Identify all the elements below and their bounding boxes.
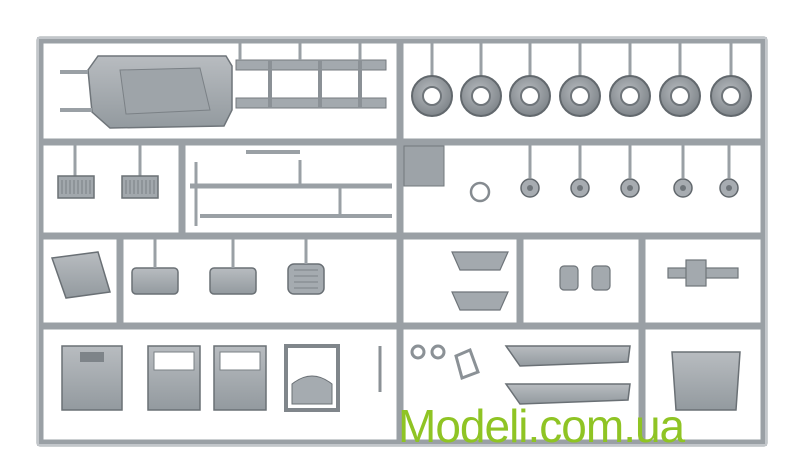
sprue-frame xyxy=(36,36,768,447)
body-panel xyxy=(403,145,445,187)
tire xyxy=(411,40,453,117)
sprue-frame-highlight xyxy=(37,37,767,446)
tires-row xyxy=(411,40,752,117)
axle-rods xyxy=(190,150,392,226)
tire xyxy=(710,40,752,117)
tire xyxy=(559,40,601,117)
suspension-parts xyxy=(451,251,739,311)
chassis-part xyxy=(60,40,387,129)
watermark-text: Modeli.com.ua xyxy=(398,400,685,452)
tire xyxy=(460,40,502,117)
tire xyxy=(609,40,651,117)
mudguard-parts xyxy=(504,345,741,411)
seat-parts xyxy=(50,236,325,299)
grille-parts xyxy=(57,142,159,199)
wheel-hubs xyxy=(469,142,739,203)
cab-panels xyxy=(61,344,340,412)
tire xyxy=(659,40,701,117)
small-parts xyxy=(378,344,480,392)
tire xyxy=(509,40,551,117)
